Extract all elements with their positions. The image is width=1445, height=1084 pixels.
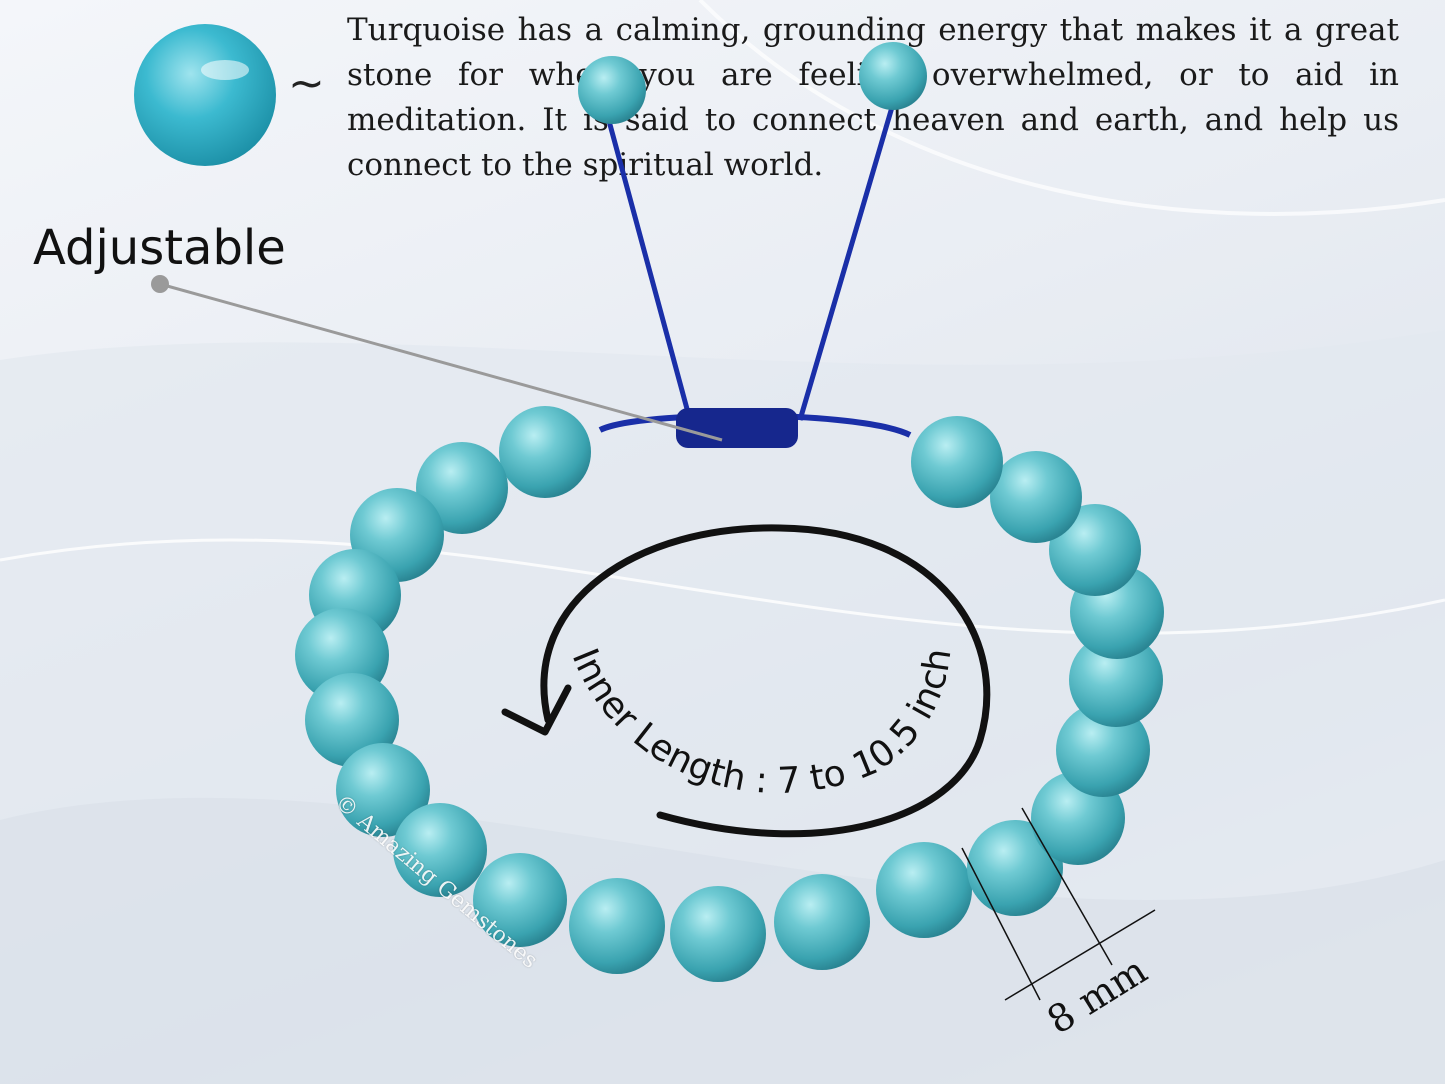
inner-length-arrow-icon bbox=[501, 524, 991, 838]
bracelet-beads bbox=[295, 406, 1164, 982]
adjustable-pointer bbox=[151, 275, 723, 442]
cord bbox=[598, 79, 912, 448]
bead-size-label: 8 mm bbox=[1039, 948, 1154, 1043]
bead-size-dimension bbox=[961, 807, 1156, 1001]
cord-end-bead bbox=[859, 42, 927, 110]
inner-length-label: Inner Length : 7 to 10.5 inch bbox=[564, 643, 960, 802]
adjustable-label: Adjustable bbox=[33, 220, 286, 276]
cord-end-bead bbox=[578, 56, 646, 124]
sample-stone-icon bbox=[134, 24, 276, 166]
tilde-separator: ~ bbox=[288, 58, 325, 109]
